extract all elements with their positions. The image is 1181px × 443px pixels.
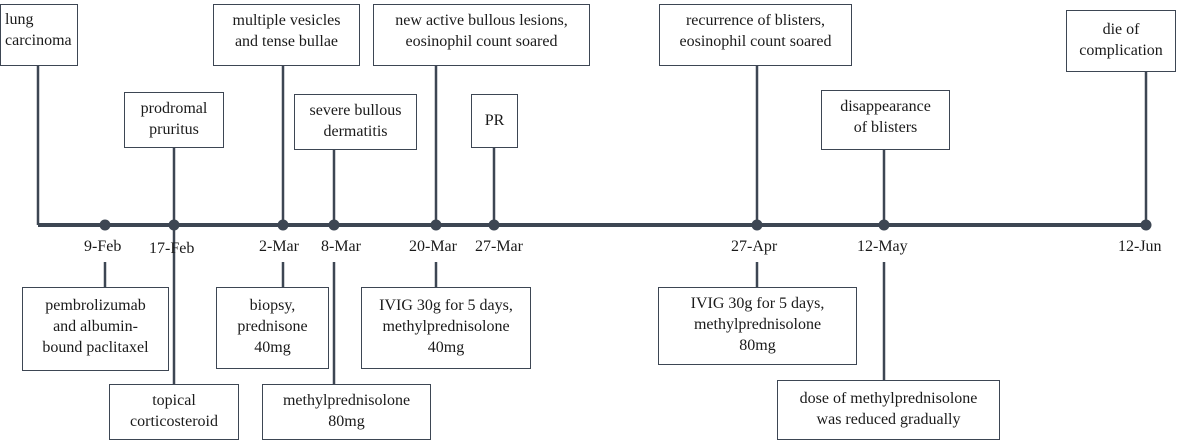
axis-dot-8-mar — [328, 219, 340, 231]
event-text: recurrence of blisters, — [685, 12, 826, 29]
treatment-text: 80mg — [328, 413, 365, 430]
event-box-prodromal-pruritus: prodromal pruritus — [124, 92, 224, 148]
event-text: prodromal — [140, 100, 208, 117]
treatment-text: bound paclitaxel — [42, 339, 149, 356]
treatment-box-topical-corticosteroid: topical corticosteroid — [109, 384, 239, 440]
event-text: disappearance — [840, 98, 931, 115]
event-text: eosinophil count soared — [405, 33, 558, 50]
treatment-text: prednisone — [237, 318, 308, 335]
treatment-text: IVIG 30g for 5 days, — [690, 295, 825, 312]
event-text: PR — [484, 112, 505, 129]
event-box-severe-dermatitis: severe bullous dermatitis — [294, 94, 417, 150]
treatment-text: IVIG 30g for 5 days, — [379, 297, 513, 314]
treatment-box-dose-reduced: dose of methylprednisolone was reduced g… — [777, 380, 1000, 440]
treatment-text: 40mg — [254, 339, 291, 356]
event-text: die of — [1102, 21, 1140, 38]
date-label: 12-Jun — [1118, 238, 1162, 255]
date-label: 8-Mar — [321, 238, 361, 255]
treatment-text: topical — [152, 392, 196, 409]
event-box-new-lesions: new active bullous lesions, eosinophil c… — [373, 4, 590, 66]
event-text: pruritus — [149, 121, 199, 138]
event-text: of blisters — [853, 119, 918, 136]
event-text: carcinoma — [5, 32, 72, 49]
event-text: severe bullous — [309, 102, 402, 119]
axis-dot-2-mar — [277, 219, 289, 231]
treatment-text: 40mg — [427, 339, 465, 356]
axis-dot-27-mar — [488, 219, 500, 231]
axis-dot-12-may — [878, 219, 890, 231]
treatment-text: 80mg — [739, 337, 776, 354]
event-box-pr: PR — [471, 94, 518, 148]
date-label: 12-May — [857, 238, 908, 255]
axis-dot-9-feb — [99, 219, 111, 231]
event-text: multiple vesicles — [232, 12, 341, 29]
treatment-box-biopsy-prednisone: biopsy, prednisone 40mg — [216, 287, 329, 369]
event-box-recurrence: recurrence of blisters, eosinophil count… — [659, 4, 852, 66]
treatment-text: dose of methylprednisolone — [799, 390, 978, 407]
event-text: new active bullous lesions, — [395, 12, 568, 29]
date-label: 17-Feb — [149, 240, 195, 257]
treatment-box-methylpred-80-mar: methylprednisolone 80mg — [262, 384, 431, 440]
treatment-text: corticosteroid — [130, 413, 218, 430]
event-text: complication — [1079, 42, 1163, 59]
date-label: 9-Feb — [84, 238, 122, 255]
treatment-text: pembrolizumab — [45, 297, 146, 314]
event-box-vesicles-bullae: multiple vesicles and tense bullae — [213, 4, 360, 66]
treatment-box-ivig-40: IVIG 30g for 5 days, methylprednisolone … — [361, 287, 531, 369]
event-box-death: die of complication — [1066, 10, 1176, 72]
date-label: 20-Mar — [409, 238, 457, 255]
treatment-text: was reduced gradually — [816, 411, 961, 428]
treatment-text: methylprednisolone — [282, 392, 411, 409]
date-label: 27-Mar — [475, 238, 523, 255]
event-box-lung-carcinoma: lung carcinoma — [0, 4, 78, 66]
event-text: dermatitis — [323, 123, 388, 140]
event-text: eosinophil count soared — [679, 33, 832, 50]
axis-dot-12-jun — [1140, 219, 1152, 231]
treatment-text: methylprednisolone — [693, 316, 822, 333]
treatment-text: methylprednisolone — [382, 318, 510, 335]
treatment-text: biopsy, — [249, 297, 296, 314]
axis-dot-17-feb — [168, 219, 180, 231]
treatment-text: and albumin- — [53, 318, 138, 335]
treatment-box-pembrolizumab: pembrolizumab and albumin- bound paclita… — [22, 287, 169, 371]
axis-dot-20-mar — [430, 219, 442, 231]
date-label: 2-Mar — [259, 238, 299, 255]
event-text: lung — [5, 11, 34, 28]
event-text: and tense bullae — [234, 33, 339, 50]
event-box-disappearance: disappearance of blisters — [821, 90, 950, 150]
treatment-box-ivig-80: IVIG 30g for 5 days, methylprednisolone … — [658, 287, 857, 365]
date-label: 27-Apr — [731, 238, 778, 255]
axis-dot-27-apr — [751, 219, 763, 231]
